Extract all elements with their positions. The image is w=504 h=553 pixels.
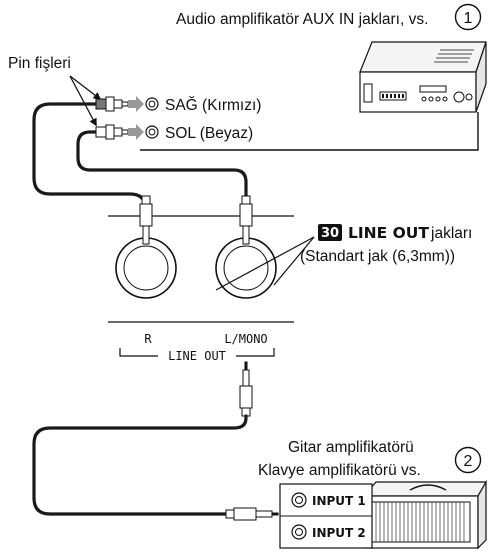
amp-line2: Klavye amplifikatörü vs. bbox=[258, 462, 421, 479]
jack-icon-left bbox=[145, 125, 159, 139]
pin-label: Pin fişleri bbox=[8, 55, 71, 72]
insert-arrow-icon bbox=[128, 96, 144, 140]
amp-inputs-panel: INPUT 1 INPUT 2 bbox=[279, 483, 373, 549]
jack-title: LINE OUT bbox=[348, 224, 429, 242]
input1-jack-icon bbox=[291, 492, 307, 508]
rca-plug-right bbox=[95, 96, 129, 112]
amp-line1: Gitar amplifikatörü bbox=[288, 439, 414, 456]
line-out-jack-l bbox=[215, 237, 277, 299]
jack-icon-right bbox=[145, 97, 159, 111]
input2-label: INPUT 2 bbox=[312, 526, 366, 540]
rca-cables bbox=[32, 102, 248, 216]
panel-r-label: R bbox=[144, 332, 152, 346]
right-channel-label: SAĞ (Kırmızı) bbox=[165, 97, 261, 114]
line-out-jack-r bbox=[115, 237, 177, 299]
input2-jack-icon bbox=[291, 524, 307, 540]
panel-lmono-label: L/MONO bbox=[224, 332, 267, 346]
phone-plug-mono bbox=[239, 361, 253, 417]
step1-number: 1 bbox=[464, 10, 473, 27]
top-caption: Audio amplifikatör AUX IN jakları, vs. bbox=[176, 11, 428, 28]
jack-ref-badge: 30 bbox=[318, 224, 342, 241]
jack-note: (Standart jak (6,3mm)) bbox=[300, 248, 455, 265]
left-channel-label: SOL (Beyaz) bbox=[165, 125, 253, 142]
audio-amplifier-icon bbox=[359, 41, 487, 113]
jack-suffix: jakları bbox=[430, 225, 472, 242]
step2-badge: 2 bbox=[454, 446, 482, 474]
panel-lineout-label: LINE OUT bbox=[168, 349, 226, 363]
step2-number: 2 bbox=[464, 453, 473, 470]
guitar-amplifier-icon bbox=[362, 479, 488, 550]
rca-plug-left bbox=[95, 124, 129, 140]
amp-cable bbox=[32, 414, 248, 516]
input1-label: INPUT 1 bbox=[312, 494, 366, 508]
jack-ref-number: 30 bbox=[321, 226, 339, 241]
phone-plug-amp bbox=[225, 507, 279, 521]
step1-badge: 1 bbox=[454, 3, 482, 31]
